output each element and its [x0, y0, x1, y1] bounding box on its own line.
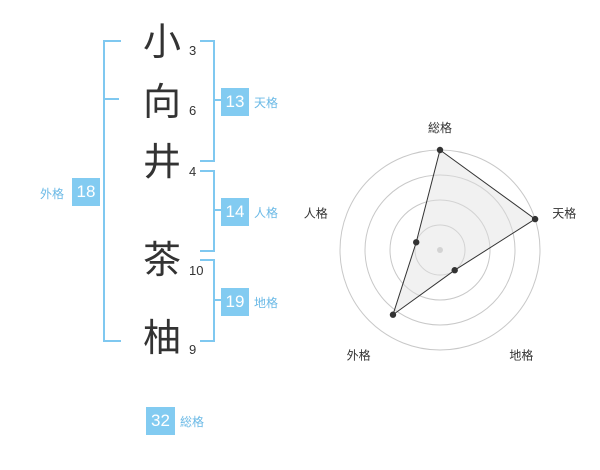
radar-axis-label: 総格 [428, 120, 452, 135]
jinkaku-value-badge: 14 [221, 198, 249, 226]
tenkaku-label: 天格 [254, 96, 279, 110]
name-char-3: 井 [142, 140, 181, 184]
chikaku-bracket [200, 259, 215, 342]
tenkaku-bracket [200, 40, 215, 162]
radar-axis-label: 人格 [304, 206, 328, 221]
chikaku-label: 地格 [254, 296, 279, 310]
radar-series-polygon [392, 149, 536, 317]
soukaku-label: 総格 [180, 415, 205, 429]
radar-point-2 [531, 215, 539, 223]
radar-point-3 [451, 267, 458, 274]
radar-center [437, 247, 443, 253]
radar-axis-label: 外格 [347, 347, 371, 362]
radar-point-5 [413, 239, 420, 246]
radar-point-4 [389, 311, 397, 318]
radar-axis-label: 地格 [509, 347, 533, 362]
jinkaku-bracket [200, 170, 215, 252]
radar-ring [364, 174, 516, 326]
chikaku-connector [215, 299, 221, 301]
stroke-count-1: 3 [189, 43, 197, 58]
jinkaku-label: 人格 [254, 206, 279, 220]
name-char-5: 柚 [142, 316, 181, 360]
radar-ring [414, 224, 466, 276]
radar-axis-label: 天格 [552, 206, 576, 221]
name-char-2: 向 [142, 80, 181, 124]
soukaku-value-badge: 32 [146, 407, 175, 435]
radar-point-1 [436, 146, 444, 154]
stroke-count-5: 9 [189, 342, 197, 357]
stroke-count-4: 10 [189, 263, 204, 278]
radar-ring [389, 199, 491, 301]
chikaku-value-badge: 19 [221, 288, 249, 316]
gaikaku-bracket [103, 40, 121, 342]
stroke-count-3: 4 [189, 164, 197, 179]
tenkaku-value-badge: 13 [221, 88, 249, 116]
tenkaku-connector [215, 99, 221, 101]
gaikaku-label: 外格 [40, 187, 65, 201]
name-char-4: 茶 [142, 238, 181, 282]
gaikaku-bracket-tick [103, 98, 119, 100]
stroke-count-2: 6 [189, 103, 197, 118]
name-char-1: 小 [142, 20, 181, 64]
jinkaku-connector [215, 209, 221, 211]
gaikaku-value-badge: 18 [72, 178, 100, 206]
